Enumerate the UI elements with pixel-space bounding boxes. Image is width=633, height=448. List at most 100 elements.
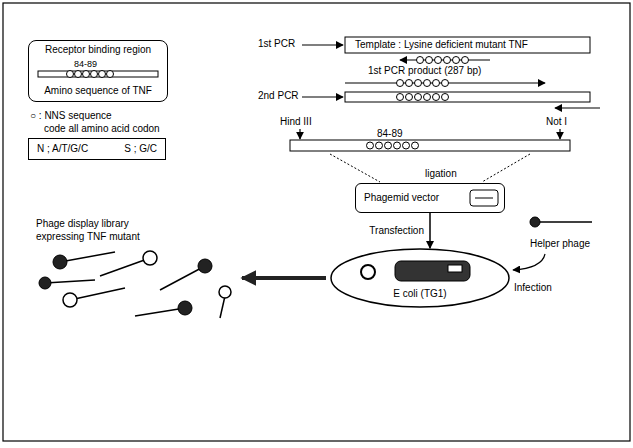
first-pcr [302,44,343,45]
library-label: expressing TNF mutant [36,231,140,243]
gene-cassette-icon [470,190,498,206]
outer-frame [3,3,630,441]
tnf-bar-symbol [83,71,90,78]
first-pcr [444,57,451,64]
phage-library-icon [220,296,225,318]
first-pcr [406,80,413,87]
step-label: ligation [425,168,457,180]
output-arrow [242,278,326,279]
tnf-bar-symbol [38,71,158,77]
phage-label: Helper phage [530,238,590,250]
second-pcr [397,94,404,101]
insert-bar [376,142,383,149]
insert-bar [290,140,570,151]
helper-phage-icon [540,221,592,223]
cell-ellipse: E coli (TG1) [330,248,510,308]
node-text: Amino sequence of TNF [29,85,167,97]
first-pcr [424,80,431,87]
phage-library-icon [63,293,77,307]
insert-bar [559,129,560,139]
first-pcr [433,80,440,87]
key-note: code all amino acid codon [44,123,160,135]
first-pcr [435,57,442,64]
helper-phage-icon [530,217,540,227]
node-text: N ; A/T/G/C [37,143,88,155]
node-text: 84-89 [74,58,97,70]
insert-bar [394,142,401,149]
step-label: Infection [514,282,552,294]
first-pcr [426,57,433,64]
product-label: 1st PCR product (287 bp) [368,65,481,77]
key-note: ○ : NNS sequence [30,110,112,122]
phage-library-icon [160,266,205,290]
node-text: E coli (TG1) [330,288,510,300]
cell-outline [331,249,509,307]
tnf-bar-symbol [38,71,158,78]
tnf-bar-symbol [67,71,74,78]
second-pcr [302,92,600,108]
enzyme-label: Not I [546,116,567,128]
second-pcr [433,94,440,101]
tnf-bar-symbol [107,71,114,78]
phage-library-icon [45,280,95,283]
region-box: Receptor binding region 84-89Amino sequen… [28,40,168,102]
first-pcr [302,37,590,87]
step-label: 1st PCR [258,38,295,50]
phage-library-icon [198,259,212,273]
second-pcr [302,96,343,97]
helper-phage-icon [513,254,545,270]
gene-cassette-icon [470,190,498,206]
insert-bar [330,154,380,182]
node-text: S ; G/C [124,143,157,155]
second-pcr [345,92,590,102]
node-text: Receptor binding region [29,44,167,56]
first-pcr [453,57,460,64]
outer-frame [3,3,630,441]
phage-library-icon [219,286,231,298]
second-pcr [406,94,413,101]
second-pcr [555,107,600,108]
gene-cassette-icon [475,198,493,199]
ecoli-contents [361,261,470,281]
tnf-bar-symbol [99,71,106,78]
first-pcr [417,57,424,64]
insert-bar [290,129,570,182]
node-text: Phagemid vector [364,192,439,204]
insert-bar [482,154,530,182]
phage-library-icon [39,251,231,318]
phage-library-icon [60,252,115,262]
second-pcr [415,94,422,101]
second-pcr [442,94,449,101]
code-key-box: N ; A/T/G/C S ; G/C [28,138,166,160]
helper-phage-icon [513,217,592,270]
first-pcr [462,57,469,64]
insert-bar [367,142,374,149]
phage-library-icon [70,288,125,300]
first-pcr [397,80,404,87]
phage-library-icon [39,277,51,289]
tnf-bar-symbol [75,71,82,78]
phage-library-icon [135,308,185,316]
enzyme-label: Hind III [280,116,312,128]
phage-library-icon [53,255,67,269]
insert-bar [299,129,300,139]
connector-arrow [429,213,431,248]
phage-library-icon [178,301,192,315]
ecoli-contents [448,265,462,272]
first-pcr [345,37,590,53]
first-pcr [415,80,422,87]
insert-bar [385,142,392,149]
output-arrow [242,276,326,280]
phage-library-icon [100,258,150,276]
insert-bar [412,142,419,149]
tnf-bar-symbol [91,71,98,78]
vector-box: Phagemid vector [355,183,505,213]
template-label: Template : Lysine deficient mutant TNF [355,39,528,51]
ecoli-contents [395,261,470,281]
connector-label: Transfection [369,225,424,237]
ecoli-contents [361,265,375,279]
phage-library-icon [143,251,157,265]
region-label: 84-89 [377,128,403,140]
insert-bar [403,142,410,149]
